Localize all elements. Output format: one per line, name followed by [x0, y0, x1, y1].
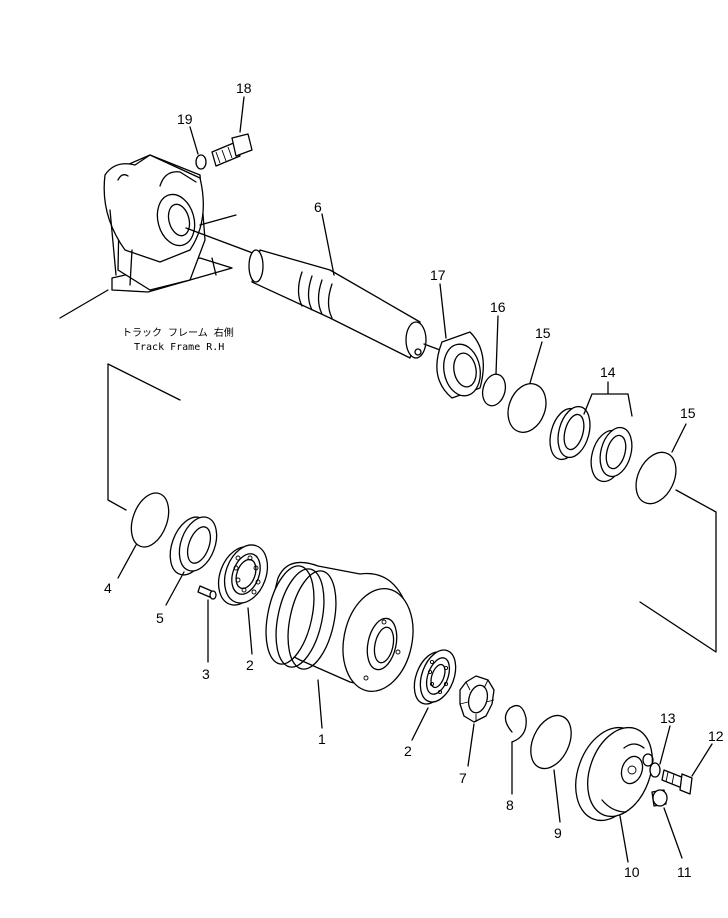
cover-10 — [575, 726, 654, 822]
snap-ring-8 — [504, 704, 527, 743]
roller-1 — [265, 561, 414, 693]
callout-2-left: 2 — [246, 657, 254, 673]
callout-5: 5 — [156, 610, 164, 626]
leader-left — [107, 363, 127, 511]
seal-17 — [436, 331, 484, 399]
seal-ring-14a — [549, 405, 591, 461]
callout-19: 19 — [177, 111, 193, 127]
washer-19 — [195, 154, 207, 170]
oring-16 — [481, 373, 507, 407]
seal-ring-14b — [590, 426, 633, 483]
callout-9: 9 — [554, 825, 562, 841]
washer-13 — [649, 762, 661, 778]
callout-2-right: 2 — [404, 743, 412, 759]
bolt-18 — [211, 133, 253, 167]
seal-5 — [169, 516, 218, 576]
callout-10: 10 — [624, 864, 640, 880]
callout-13: 13 — [660, 710, 676, 726]
callout-6: 6 — [314, 199, 322, 215]
callout-11: 11 — [677, 864, 692, 880]
oring-15-upper — [507, 383, 547, 433]
leader-lines — [117, 96, 713, 863]
nut-7 — [459, 675, 495, 723]
frame-label-japanese: トラック フレーム 右側 — [122, 326, 234, 339]
leader-left-top — [107, 363, 181, 401]
callout-16: 16 — [490, 299, 506, 315]
callout-4: 4 — [104, 580, 112, 596]
callout-14: 14 — [600, 364, 616, 380]
callout-18: 18 — [236, 80, 252, 96]
track-frame-bracket — [59, 154, 237, 319]
oring-4 — [130, 492, 170, 548]
frame-label-english: Track Frame R.H — [134, 342, 224, 353]
callout-12: 12 — [708, 728, 724, 744]
shaft-6 — [185, 227, 441, 359]
oring-15-right — [635, 451, 677, 505]
callout-7: 7 — [459, 770, 467, 786]
leader-right — [639, 489, 717, 653]
bolt-12 — [661, 769, 693, 795]
callout-8: 8 — [506, 797, 514, 813]
oring-9 — [530, 714, 572, 770]
pin-3 — [197, 585, 217, 600]
callout-1: 1 — [318, 731, 326, 747]
bearing-2-left — [217, 544, 269, 606]
callout-3: 3 — [202, 666, 210, 682]
callout-15-right: 15 — [680, 405, 696, 421]
callout-15-upper: 15 — [535, 325, 551, 341]
callout-17: 17 — [430, 267, 446, 283]
plug-11 — [651, 789, 668, 807]
bearing-2-right — [413, 649, 457, 705]
